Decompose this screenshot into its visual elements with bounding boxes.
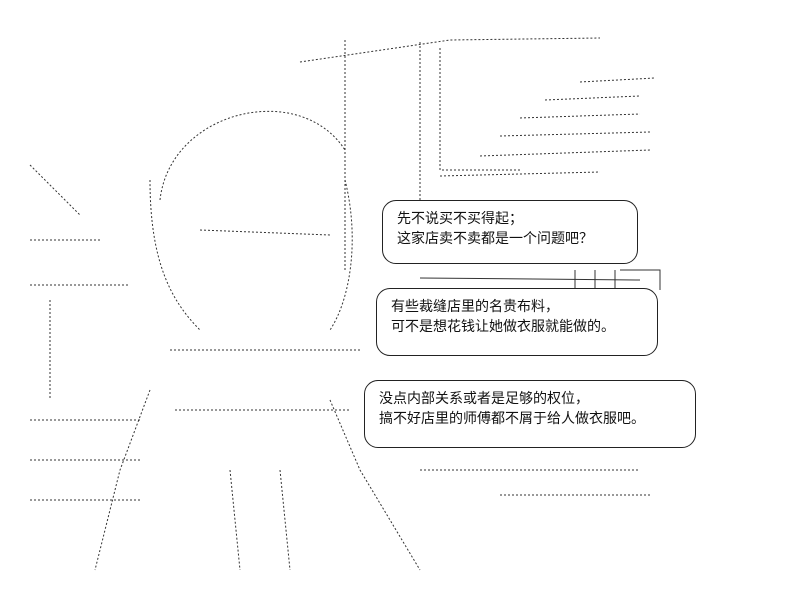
character-body-left [94, 389, 151, 571]
speech-bubble-3: 没点内部关系或者是足够的权位， 搞不好店里的师傅都不屑于给人做衣服吧。 [364, 380, 696, 448]
left-building-edge-1 [29, 164, 81, 216]
character-skirt-fold [279, 469, 291, 571]
speech-line: 搞不好店里的师傅都不屑于给人做衣服吧。 [379, 411, 645, 427]
character-face-right [329, 179, 353, 331]
right-window-pane [620, 269, 661, 290]
character-hair-lock [199, 229, 331, 236]
speech-line: 先不说买不买得起； [397, 211, 523, 227]
speech-bubble-2: 有些裁缝店里的名贵布料， 可不是想花钱让她做衣服就能做的。 [376, 288, 658, 356]
awning-stripe-6 [439, 171, 601, 177]
awning-stripe-4 [499, 131, 651, 137]
awning-stripe-1 [579, 77, 656, 83]
right-window-bars [574, 270, 616, 290]
speech-line: 没点内部关系或者是足够的权位， [379, 391, 589, 407]
shop-window-frame [439, 48, 520, 171]
awning-stripe-5 [479, 149, 651, 157]
speech-line: 有些裁缝店里的名贵布料， [391, 299, 559, 315]
character-skirt-center [229, 469, 241, 571]
right-ledge [419, 277, 641, 281]
character-body-right [329, 399, 421, 571]
speech-line: 这家店卖不卖都是一个问题吧？ [397, 231, 593, 247]
speech-line: 可不是想花钱让她做衣服就能做的。 [391, 319, 615, 335]
speech-bubble-1: 先不说买不买得起； 这家店卖不卖都是一个问题吧？ [382, 200, 638, 264]
awning-stripe-2 [544, 95, 641, 101]
awning-stripe-3 [519, 113, 641, 119]
character-hair [159, 110, 346, 201]
character-head [149, 179, 201, 331]
